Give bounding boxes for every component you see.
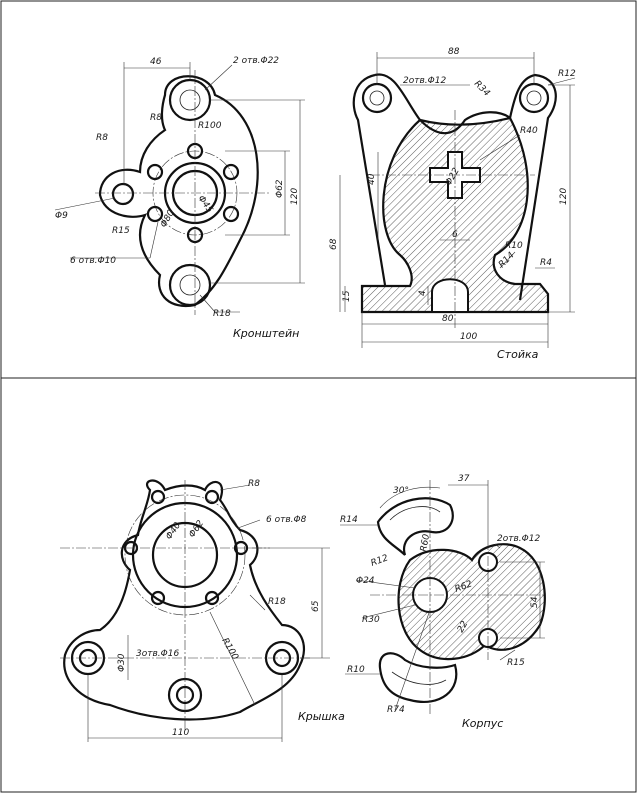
cover-label-holes-8: 6 отв.Φ8 <box>266 515 307 525</box>
bracket-label-d45: Φ45 <box>196 194 215 215</box>
stand-label-r10: R10 <box>505 241 523 251</box>
stand-label-100: 100 <box>460 332 477 342</box>
housing-label-d24: Φ24 <box>356 576 375 586</box>
stand-label-88: 88 <box>448 47 460 57</box>
cover-title: Крышка <box>298 710 345 723</box>
stand-label-6: 6 <box>452 230 458 240</box>
housing-label-r15: R15 <box>507 658 525 668</box>
housing-label-37: 37 <box>458 474 470 484</box>
cover-label-r8: R8 <box>248 479 260 489</box>
bracket-label-holes-22: 2 отв.Φ22 <box>233 56 279 66</box>
bracket-label-holes-10: 6 отв.Φ10 <box>70 256 116 266</box>
stand-label-holes-12: 2отв.Φ12 <box>403 76 446 86</box>
bracket-label-46: 46 <box>150 57 162 67</box>
housing-label-r60: R60 <box>419 533 432 552</box>
stand-label-4: 4 <box>418 290 428 296</box>
stand-label-80: 80 <box>442 314 454 324</box>
bracket-label-r8-a: R8 <box>150 113 162 123</box>
bracket-label-d62: Φ62 <box>275 179 285 198</box>
bracket-label-r8-b: R8 <box>96 133 108 143</box>
stand-label-r40: R40 <box>520 126 538 136</box>
cover-label-r18: R18 <box>268 597 286 607</box>
housing-drawing <box>340 480 546 715</box>
cover-label-holes-16: 3отв.Φ16 <box>136 649 179 659</box>
stand-label-68: 68 <box>329 238 339 250</box>
bracket-drawing <box>54 62 305 315</box>
bracket-label-d9: Φ9 <box>55 211 68 221</box>
stand-label-120: 120 <box>559 188 569 205</box>
housing-label-r14: R14 <box>340 515 358 525</box>
cover-label-110: 110 <box>172 728 189 738</box>
stand-label-r34: R34 <box>472 79 492 99</box>
stand-title: Стойка <box>497 348 539 361</box>
housing-label-holes-12: 2отв.Φ12 <box>497 534 540 544</box>
bracket-label-r18: R18 <box>213 309 231 319</box>
cover-drawing <box>60 479 330 742</box>
housing-label-r10: R10 <box>347 665 365 675</box>
stand-label-40: 40 <box>367 173 377 185</box>
housing-label-30deg: 30° <box>393 486 409 496</box>
cover-label-d30: Φ30 <box>117 653 127 672</box>
stand-label-r12: R12 <box>558 69 576 79</box>
bracket-label-r15: R15 <box>112 226 130 236</box>
bracket-label-r100: R100 <box>198 121 222 131</box>
housing-label-r30: R30 <box>362 615 380 625</box>
housing-label-r74: R74 <box>387 705 405 715</box>
bracket-label-120: 120 <box>290 188 300 205</box>
stand-label-15: 15 <box>342 290 352 302</box>
housing-label-r12: R12 <box>370 553 390 569</box>
stand-label-r4: R4 <box>540 258 552 268</box>
housing-title: Корпус <box>462 717 503 730</box>
stand-drawing <box>339 52 576 348</box>
bracket-title: Кронштейн <box>233 327 299 340</box>
cover-label-65: 65 <box>311 600 321 612</box>
housing-label-54: 54 <box>530 596 540 608</box>
